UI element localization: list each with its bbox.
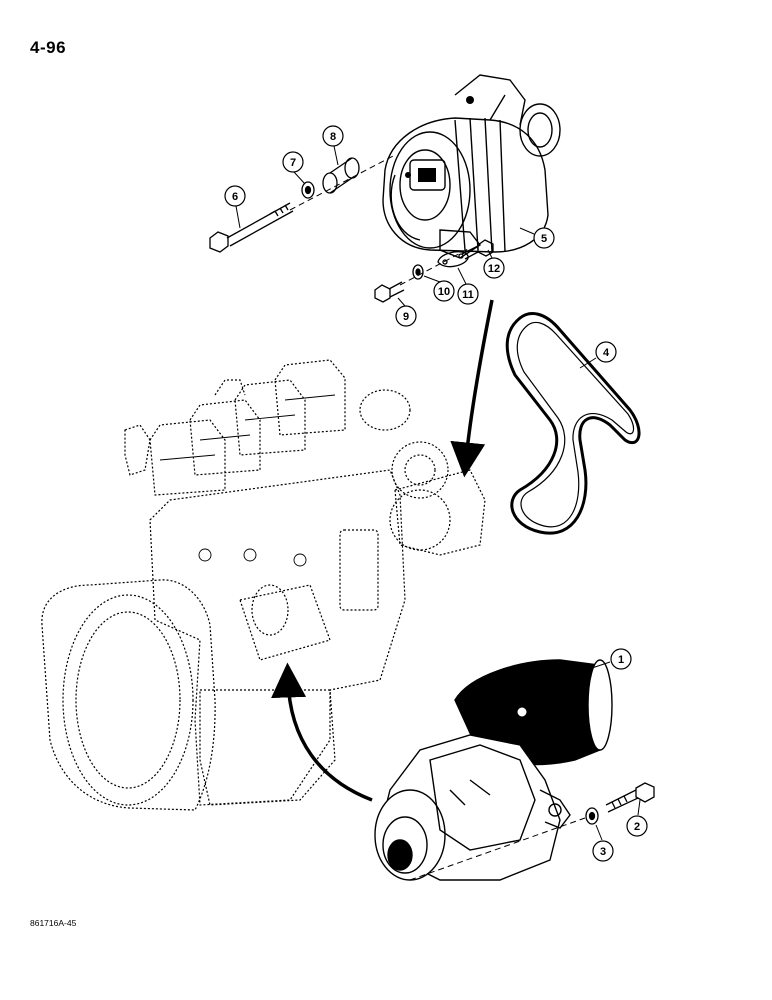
- alternator-shading: [405, 96, 474, 182]
- callout-9-label: 9: [403, 311, 409, 323]
- engine-details: [159, 394, 336, 567]
- callout-10-label: 10: [438, 286, 450, 298]
- starter-motor: [374, 659, 613, 881]
- starter-location-arrow: [271, 662, 373, 802]
- callout-6-label: 6: [232, 191, 238, 203]
- bolt-2: [605, 782, 655, 813]
- callout-11-label: 11: [462, 289, 474, 301]
- starter-shading: [517, 707, 527, 717]
- callout-5-label: 5: [541, 233, 547, 245]
- alignment-line-starter: [409, 817, 586, 881]
- callout-8: 8: [322, 125, 344, 166]
- callout-12: 12: [483, 249, 505, 279]
- callout-6: 6: [224, 185, 246, 229]
- callout-4: 4: [579, 341, 617, 369]
- washer-3: [585, 807, 599, 825]
- figure-code: 861716A-45: [30, 918, 77, 928]
- spacer-8: [322, 157, 360, 194]
- engine-assembly: [41, 359, 486, 811]
- callout-1-label: 1: [618, 654, 624, 666]
- washer-7: [301, 181, 315, 199]
- callout-4-label: 4: [603, 347, 610, 359]
- bolt-6: [209, 202, 294, 253]
- callout-12-label: 12: [488, 263, 500, 275]
- callout-7: 7: [282, 151, 306, 185]
- bracket-plate-11: [437, 251, 469, 268]
- callout-11: 11: [457, 267, 479, 305]
- callout-1: 1: [591, 648, 632, 670]
- washer-10: [412, 264, 424, 280]
- drive-belt: [505, 312, 641, 535]
- alignment-line-lower: [399, 247, 471, 286]
- callout-2-label: 2: [634, 821, 640, 833]
- callout-3-label: 3: [600, 846, 606, 858]
- callout-8-label: 8: [330, 131, 336, 143]
- alternator-location-arrow: [450, 299, 494, 478]
- callout-7-label: 7: [290, 157, 296, 169]
- page-number: 4-96: [30, 38, 67, 57]
- callout-2: 2: [626, 799, 648, 837]
- bolt-12: [461, 239, 494, 260]
- alternator: [382, 74, 561, 259]
- callout-3: 3: [592, 824, 614, 862]
- bolt-9: [374, 281, 405, 303]
- callout-9: 9: [395, 297, 417, 327]
- callout-5: 5: [519, 227, 555, 249]
- callout-10: 10: [423, 275, 455, 302]
